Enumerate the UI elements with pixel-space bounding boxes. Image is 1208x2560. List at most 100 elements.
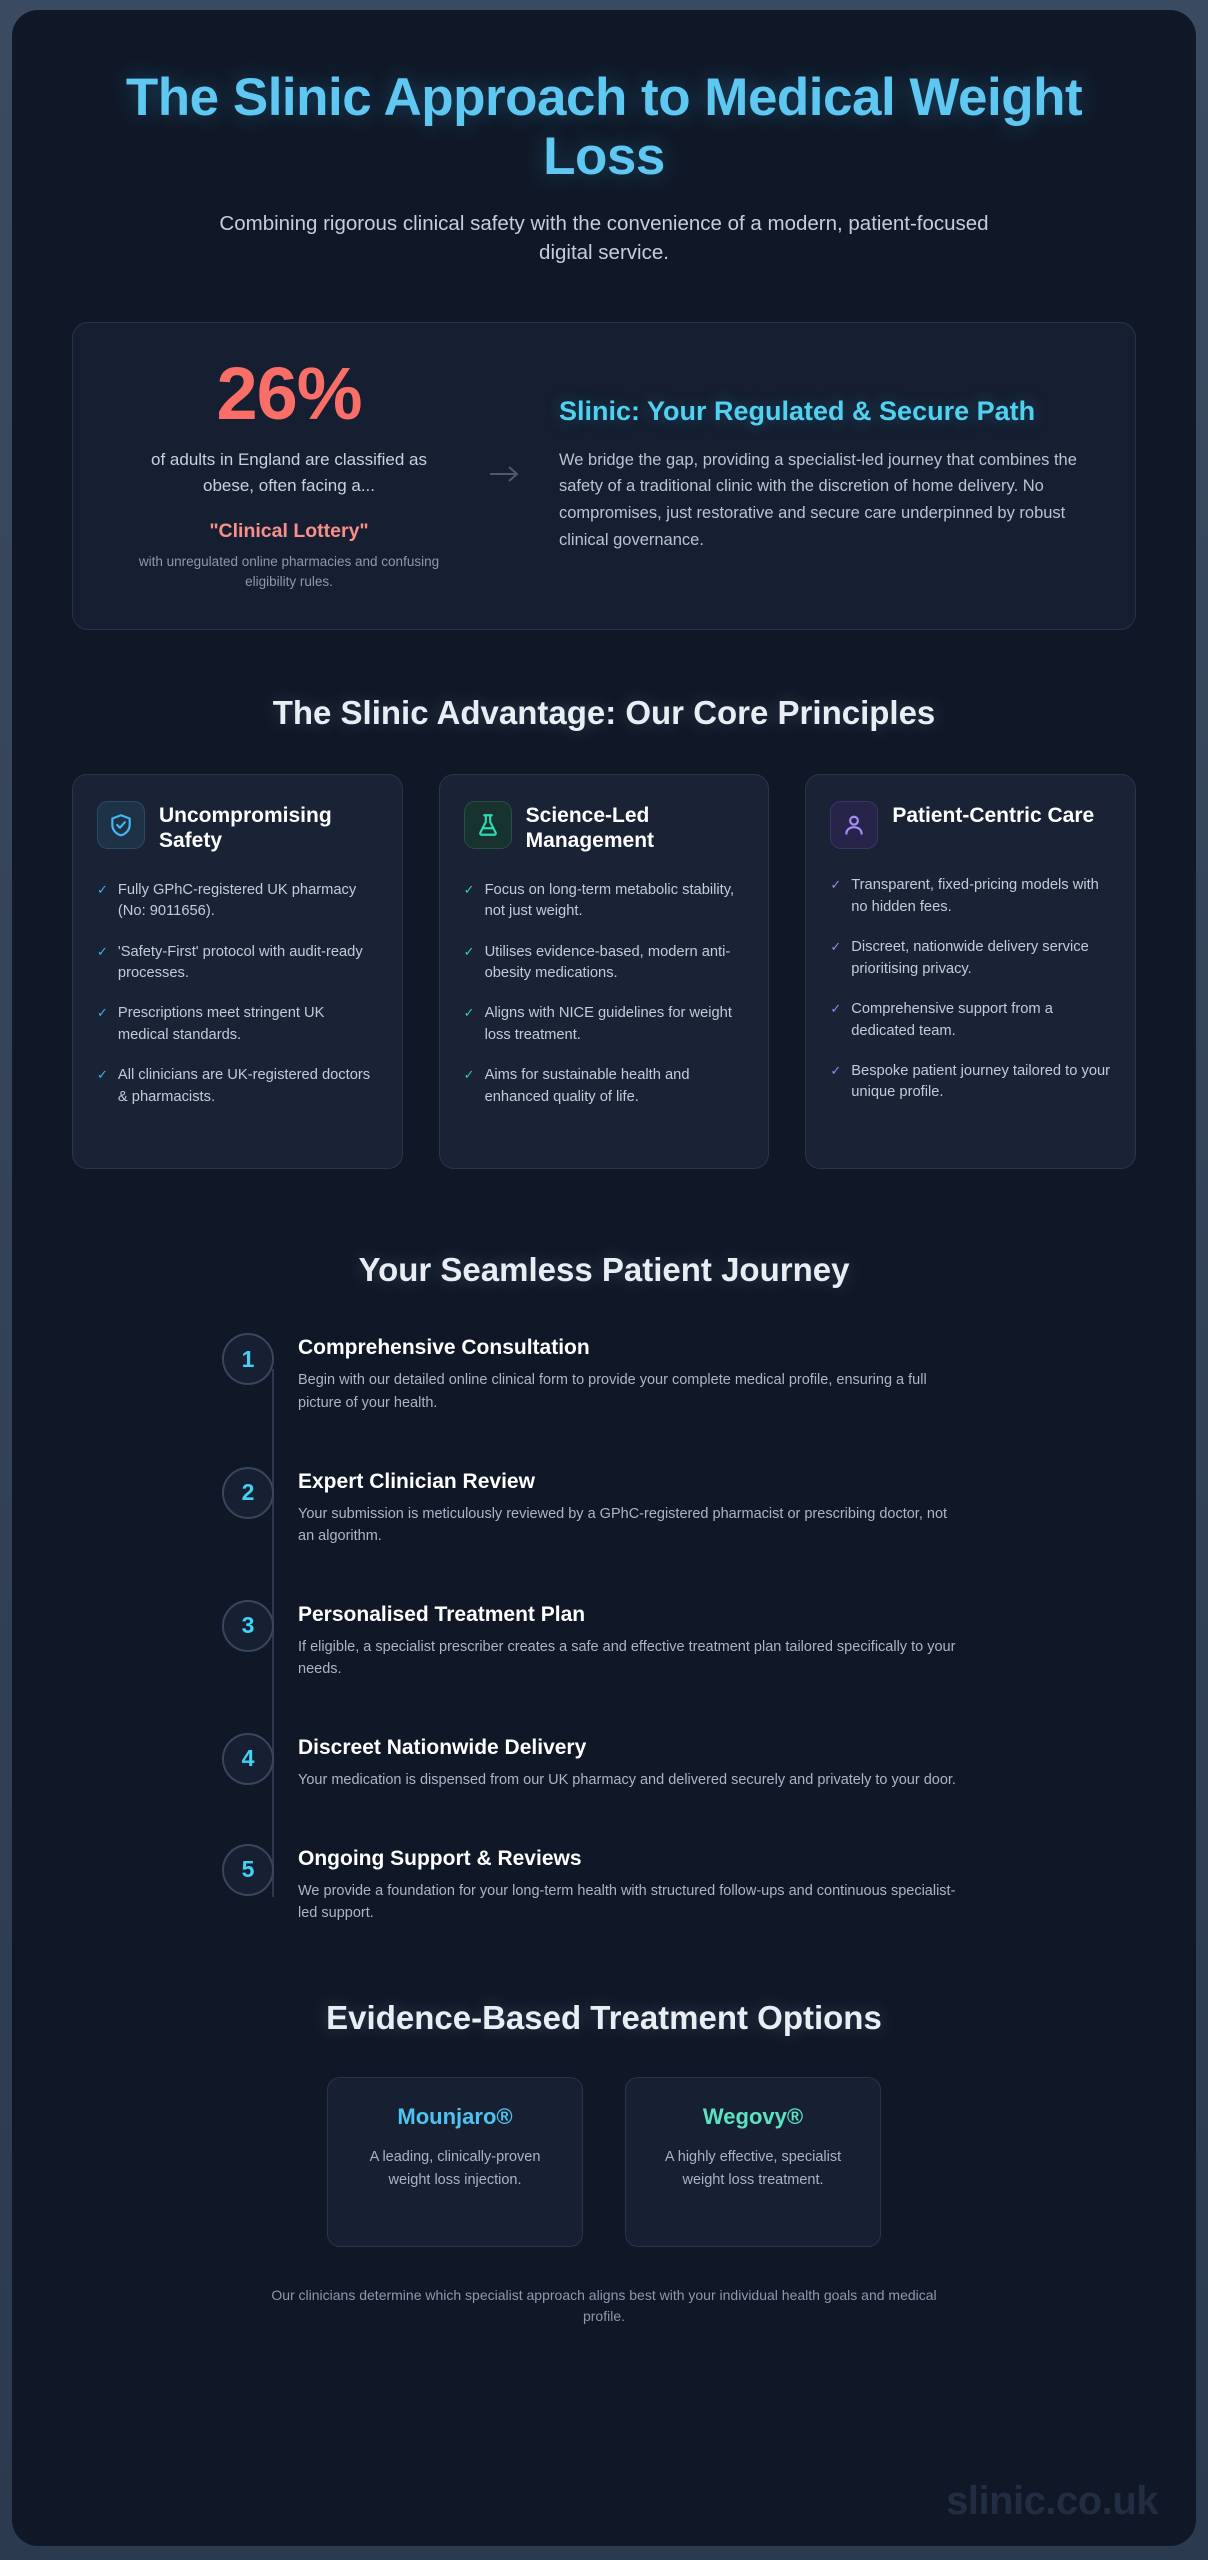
list-item-text: Focus on long-term metabolic stability, … xyxy=(484,881,735,920)
journey-step-title: Expert Clinician Review xyxy=(298,1469,535,1493)
list-item: ✓ Discreet, nationwide delivery service p… xyxy=(830,937,1111,980)
principles-grid: Uncompromising Safety ✓ Fully GPhC-regist… xyxy=(72,774,1136,1170)
check-icon: ✓ xyxy=(830,877,842,893)
list-item: ✓ Aims for sustainable health and enhance… xyxy=(464,1065,745,1108)
list-item: ✓ Aligns with NICE guidelines for weight … xyxy=(464,1003,745,1046)
page-subtitle: Combining rigorous clinical safety with … xyxy=(219,211,989,265)
check-icon: ✓ xyxy=(463,1005,475,1021)
list-item-text: Aims for sustainable health and enhanced… xyxy=(484,1067,690,1105)
check-icon: ✓ xyxy=(830,939,842,955)
statistic-highlight: "Clinical Lottery" xyxy=(209,520,369,543)
principle-list: ✓Transparent, fixed-pricing models with … xyxy=(830,875,1111,1104)
check-icon: ✓ xyxy=(463,1067,475,1083)
arrow-right-icon xyxy=(473,464,537,484)
list-item: ✓ Bespoke patient journey tailored to you… xyxy=(830,1061,1111,1104)
treatments-grid: Mounjaro® A leading, clinically-proven w… xyxy=(72,2076,1136,2247)
check-icon: ✓ xyxy=(463,943,475,959)
journey-section-title: Your Seamless Patient Journey xyxy=(358,1251,850,1289)
journey-step: 1 Comprehensive Consultation Begin with … xyxy=(222,1333,1136,1414)
journey-timeline: 1 Comprehensive Consultation Begin with … xyxy=(72,1333,1136,1924)
list-item-text: All clinicians are UK-registered doctors… xyxy=(117,1067,371,1105)
journey-step-body: Discreet Nationwide Delivery Your medica… xyxy=(298,1733,956,1792)
check-icon: ✓ xyxy=(463,881,475,897)
infographic-canvas: The Slinic Approach to Medical Weight Lo… xyxy=(12,10,1196,2546)
step-number-badge: 5 xyxy=(222,1843,274,1896)
treatment-description: A highly effective, specialist weight lo… xyxy=(664,2149,842,2189)
check-icon: ✓ xyxy=(830,1063,842,1078)
statistic-description: of adults in England are classified as o… xyxy=(151,450,427,495)
check-icon: ✓ xyxy=(830,1001,842,1017)
journey-step-title: Personalised Treatment Plan xyxy=(298,1602,586,1626)
principle-header: Science-Led Management xyxy=(463,801,745,853)
header: The Slinic Approach to Medical Weight Lo… xyxy=(72,50,1136,268)
list-item: ✓ All clinicians are UK-registered doctor… xyxy=(97,1065,378,1108)
check-icon: ✓ xyxy=(97,881,108,897)
principle-card-safety: Uncompromising Safety ✓ Fully GPhC-regist… xyxy=(72,774,403,1170)
statistic-left-panel: 26% of adults in England are classified … xyxy=(113,357,465,591)
list-item: ✓ 'Safety-First' protocol with audit-read… xyxy=(97,942,378,985)
journey-step: 2 Expert Clinician Review Your submissio… xyxy=(222,1466,1136,1548)
list-item-text: Comprehensive support from a dedicated t… xyxy=(851,1001,1053,1039)
statistic-card: 26% of adults in England are classified … xyxy=(72,322,1136,631)
check-icon: ✓ xyxy=(97,1067,108,1083)
journey-step-title: Ongoing Support & Reviews xyxy=(298,1846,582,1870)
list-item: ✓ Fully GPhC-registered UK pharmacy (No: … xyxy=(97,880,378,923)
list-item: ✓ Comprehensive support from a dedicated … xyxy=(830,999,1111,1042)
statistic-right-title: Slinic: Your Regulated & Secure Path xyxy=(559,395,1036,426)
journey-step-body: Personalised Treatment Plan If eligible,… xyxy=(298,1600,958,1681)
principle-title: Patient-Centric Care xyxy=(892,804,1095,828)
treatment-card-mounjaro: Mounjaro® A leading, clinically-proven w… xyxy=(327,2076,583,2247)
treatment-description: A leading, clinically-proven weight loss… xyxy=(369,2149,541,2189)
list-item-text: Prescriptions meet stringent UK medical … xyxy=(117,1005,325,1043)
list-item-text: Discreet, nationwide delivery service pr… xyxy=(851,939,1089,977)
principle-card-patient: Patient-Centric Care ✓Transparent, fixed… xyxy=(805,774,1136,1170)
list-item-text: Bespoke patient journey tailored to your… xyxy=(851,1063,1111,1101)
treatments-section-title: Evidence-Based Treatment Options xyxy=(326,1998,882,2036)
journey-step-description: Your submission is meticulously reviewed… xyxy=(298,1505,948,1545)
user-icon xyxy=(830,801,879,850)
principle-list: ✓ Focus on long-term metabolic stability,… xyxy=(464,880,745,1109)
list-item: ✓ Focus on long-term metabolic stability,… xyxy=(464,880,745,923)
principles-section-title: The Slinic Advantage: Our Core Principle… xyxy=(272,694,936,732)
statistic-subtext: with unregulated online pharmacies and c… xyxy=(138,554,440,589)
step-number-badge: 4 xyxy=(222,1732,274,1785)
watermark: slinic.co.uk xyxy=(946,2479,1158,2523)
statistic-right-panel: Slinic: Your Regulated & Secure Path We … xyxy=(545,395,1095,554)
step-number-badge: 3 xyxy=(222,1599,274,1652)
step-number-badge: 2 xyxy=(222,1466,274,1519)
journey-step-title: Comprehensive Consultation xyxy=(298,1336,590,1360)
journey-step-description: Begin with our detailed online clinical … xyxy=(298,1372,927,1411)
journey-step-body: Comprehensive Consultation Begin with ou… xyxy=(298,1333,958,1414)
treatment-card-wegovy: Wegovy® A highly effective, specialist w… xyxy=(625,2076,881,2247)
statistic-number: 26% xyxy=(216,352,362,436)
treatment-name: Mounjaro® xyxy=(397,2103,513,2129)
check-icon: ✓ xyxy=(97,943,108,959)
list-item-text: 'Safety-First' protocol with audit-ready… xyxy=(117,943,363,982)
principle-header: Uncompromising Safety xyxy=(97,801,378,853)
treatments-note: Our clinicians determine which specialis… xyxy=(271,2286,937,2325)
treatment-name: Wegovy® xyxy=(702,2103,804,2129)
statistic-right-body: We bridge the gap, providing a specialis… xyxy=(559,450,1077,549)
journey-step: 4 Discreet Nationwide Delivery Your medi… xyxy=(222,1732,1136,1792)
step-number-badge: 1 xyxy=(222,1333,274,1386)
check-icon: ✓ xyxy=(97,1005,108,1021)
journey-step-description: Your medication is dispensed from our UK… xyxy=(298,1771,956,1788)
journey-step: 3 Personalised Treatment Plan If eligibl… xyxy=(222,1599,1136,1681)
principle-card-science: Science-Led Management ✓ Focus on long-te… xyxy=(438,774,770,1170)
journey-step-description: We provide a foundation for your long-te… xyxy=(298,1882,956,1922)
list-item-text: Fully GPhC-registered UK pharmacy (No: 9… xyxy=(117,881,357,920)
list-item-text: Utilises evidence-based, modern anti-obe… xyxy=(484,943,731,982)
journey-step-body: Expert Clinician Review Your submission … xyxy=(298,1467,958,1548)
list-item: ✓Transparent, fixed-pricing models with … xyxy=(830,875,1111,918)
principle-list: ✓ Fully GPhC-registered UK pharmacy (No: … xyxy=(97,880,378,1109)
page-title: The Slinic Approach to Medical Weight Lo… xyxy=(125,68,1083,187)
journey-step-title: Discreet Nationwide Delivery xyxy=(298,1735,587,1759)
principle-title: Uncompromising Safety xyxy=(159,804,332,853)
list-item: ✓ Prescriptions meet stringent UK medical… xyxy=(97,1003,378,1046)
principle-title: Science-Led Management xyxy=(525,804,655,853)
list-item-text: Aligns with NICE guidelines for weight l… xyxy=(484,1005,732,1043)
list-item: ✓ Utilises evidence-based, modern anti-ob… xyxy=(464,942,745,985)
principle-header: Patient-Centric Care xyxy=(830,801,1111,850)
flask-icon xyxy=(463,801,512,850)
